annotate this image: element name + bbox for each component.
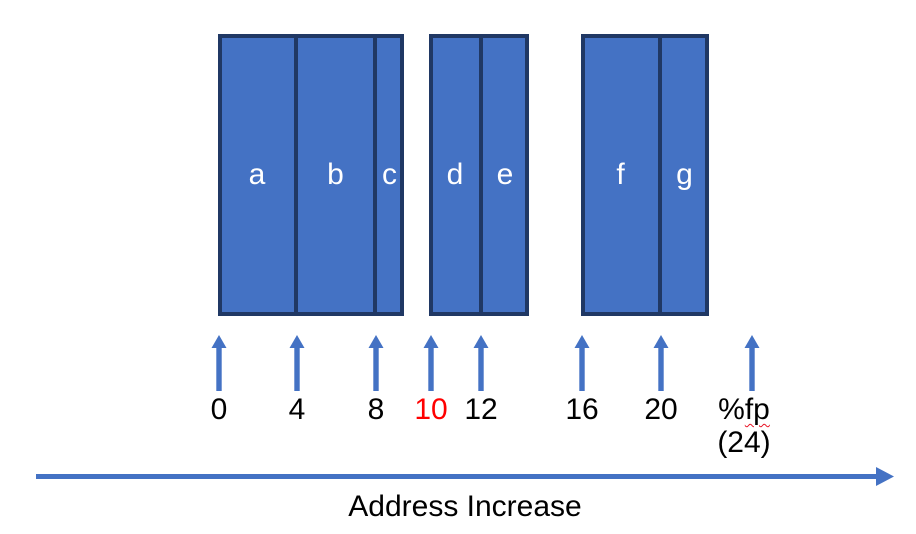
memory-block-group-abc: a b c xyxy=(218,34,404,316)
address-label-16: 16 xyxy=(565,393,599,426)
up-arrow-icon xyxy=(368,335,384,391)
block-divider xyxy=(658,38,662,312)
memory-cell-label-a: a xyxy=(248,158,266,191)
address-axis-label: Address Increase xyxy=(348,490,582,523)
memory-cell-label-f: f xyxy=(616,158,625,191)
memory-cell-label-e: e xyxy=(496,158,514,191)
address-label-10: 10 xyxy=(414,393,448,426)
spellcheck-squiggle: fp xyxy=(744,393,770,426)
address-label-4: 4 xyxy=(288,393,306,426)
up-arrow-icon xyxy=(211,335,227,391)
address-sublabel: (24) xyxy=(717,426,771,459)
memory-cell-label-g: g xyxy=(676,158,693,191)
block-divider xyxy=(373,38,377,312)
address-label-0: 0 xyxy=(210,393,228,426)
up-arrow-icon xyxy=(744,335,760,391)
address-label-fp: %fp(24) xyxy=(699,393,789,459)
memory-cell-label-d: d xyxy=(446,158,464,191)
up-arrow-icon xyxy=(473,335,489,391)
up-arrow-icon xyxy=(574,335,590,391)
address-label-12: 12 xyxy=(464,393,498,426)
block-divider xyxy=(479,38,483,312)
up-arrow-icon xyxy=(423,335,439,391)
up-arrow-icon xyxy=(289,335,305,391)
block-divider xyxy=(294,38,298,312)
address-label-20: 20 xyxy=(644,393,678,426)
address-axis-arrow-icon xyxy=(36,467,894,486)
up-arrow-icon xyxy=(653,335,669,391)
address-label-8: 8 xyxy=(367,393,385,426)
memory-cell-label-c: c xyxy=(382,158,397,191)
memory-cell-label-b: b xyxy=(327,158,344,191)
